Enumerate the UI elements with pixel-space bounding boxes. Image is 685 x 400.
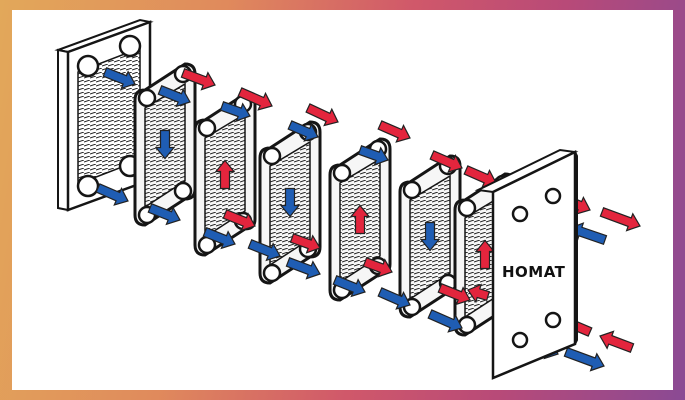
cold-flow-arrow xyxy=(157,85,191,108)
hot-inlet-arrow xyxy=(429,150,463,173)
port-icon xyxy=(262,146,282,166)
hot-inlet-arrow xyxy=(237,87,273,111)
cold-outlet-arrow xyxy=(377,287,411,310)
hot-flow-arrow xyxy=(222,209,256,232)
cold-flow-arrow xyxy=(219,101,251,122)
hot-flow-arrow xyxy=(362,257,393,278)
cold-flow-arrow xyxy=(357,145,389,166)
port-icon xyxy=(457,198,477,218)
homat-logo: HOMAT xyxy=(502,263,566,281)
port-icon xyxy=(511,331,529,349)
hot-flow-up-arrow xyxy=(214,159,236,190)
port-icon xyxy=(173,181,193,201)
port-icon xyxy=(457,315,477,335)
cold-flow-arrow xyxy=(102,67,136,90)
cold-outlet-arrow xyxy=(95,183,129,206)
port-icon xyxy=(137,88,157,108)
cold-inlet-arrow xyxy=(563,347,605,372)
cold-flow-arrow xyxy=(287,120,319,142)
cold-flow-down-arrow xyxy=(154,129,176,160)
flow-arrows xyxy=(95,67,641,372)
cold-outlet-arrow xyxy=(202,227,236,250)
port-icon xyxy=(262,263,282,283)
port-icon xyxy=(544,187,562,205)
hot-flow-arrow xyxy=(437,283,471,306)
port-icon xyxy=(544,311,562,329)
cold-outlet-arrow xyxy=(285,257,321,280)
cold-outlet-arrow xyxy=(427,309,463,333)
hot-inlet-arrow xyxy=(180,68,216,91)
fixed-frame-plate xyxy=(54,18,154,212)
diagram-canvas: HOMAT xyxy=(12,10,673,390)
pressure-plate xyxy=(474,148,579,380)
port-icon xyxy=(332,163,352,183)
hot-inlet-arrow xyxy=(599,207,641,232)
hot-flow-arrow xyxy=(289,233,321,254)
cold-flow-down-arrow xyxy=(279,187,301,218)
hot-flow-arrow xyxy=(467,283,491,304)
cold-outlet-arrow xyxy=(147,203,181,226)
hot-flow-up-arrow xyxy=(474,239,496,270)
hot-inlet-arrow xyxy=(377,120,411,143)
hot-inlet-arrow xyxy=(305,103,339,127)
hot-flow-up-arrow xyxy=(349,204,371,235)
port-icon xyxy=(197,118,217,138)
hot-inlet-arrow xyxy=(463,165,497,188)
plate-heat-exchanger-diagram xyxy=(54,18,641,380)
hot-outlet-arrow xyxy=(599,330,635,353)
port-icon xyxy=(511,205,529,223)
cold-outlet-arrow xyxy=(332,275,366,298)
cold-outlet-arrow xyxy=(247,239,281,262)
port-icon xyxy=(402,180,422,200)
cold-flow-down-arrow xyxy=(419,221,441,252)
